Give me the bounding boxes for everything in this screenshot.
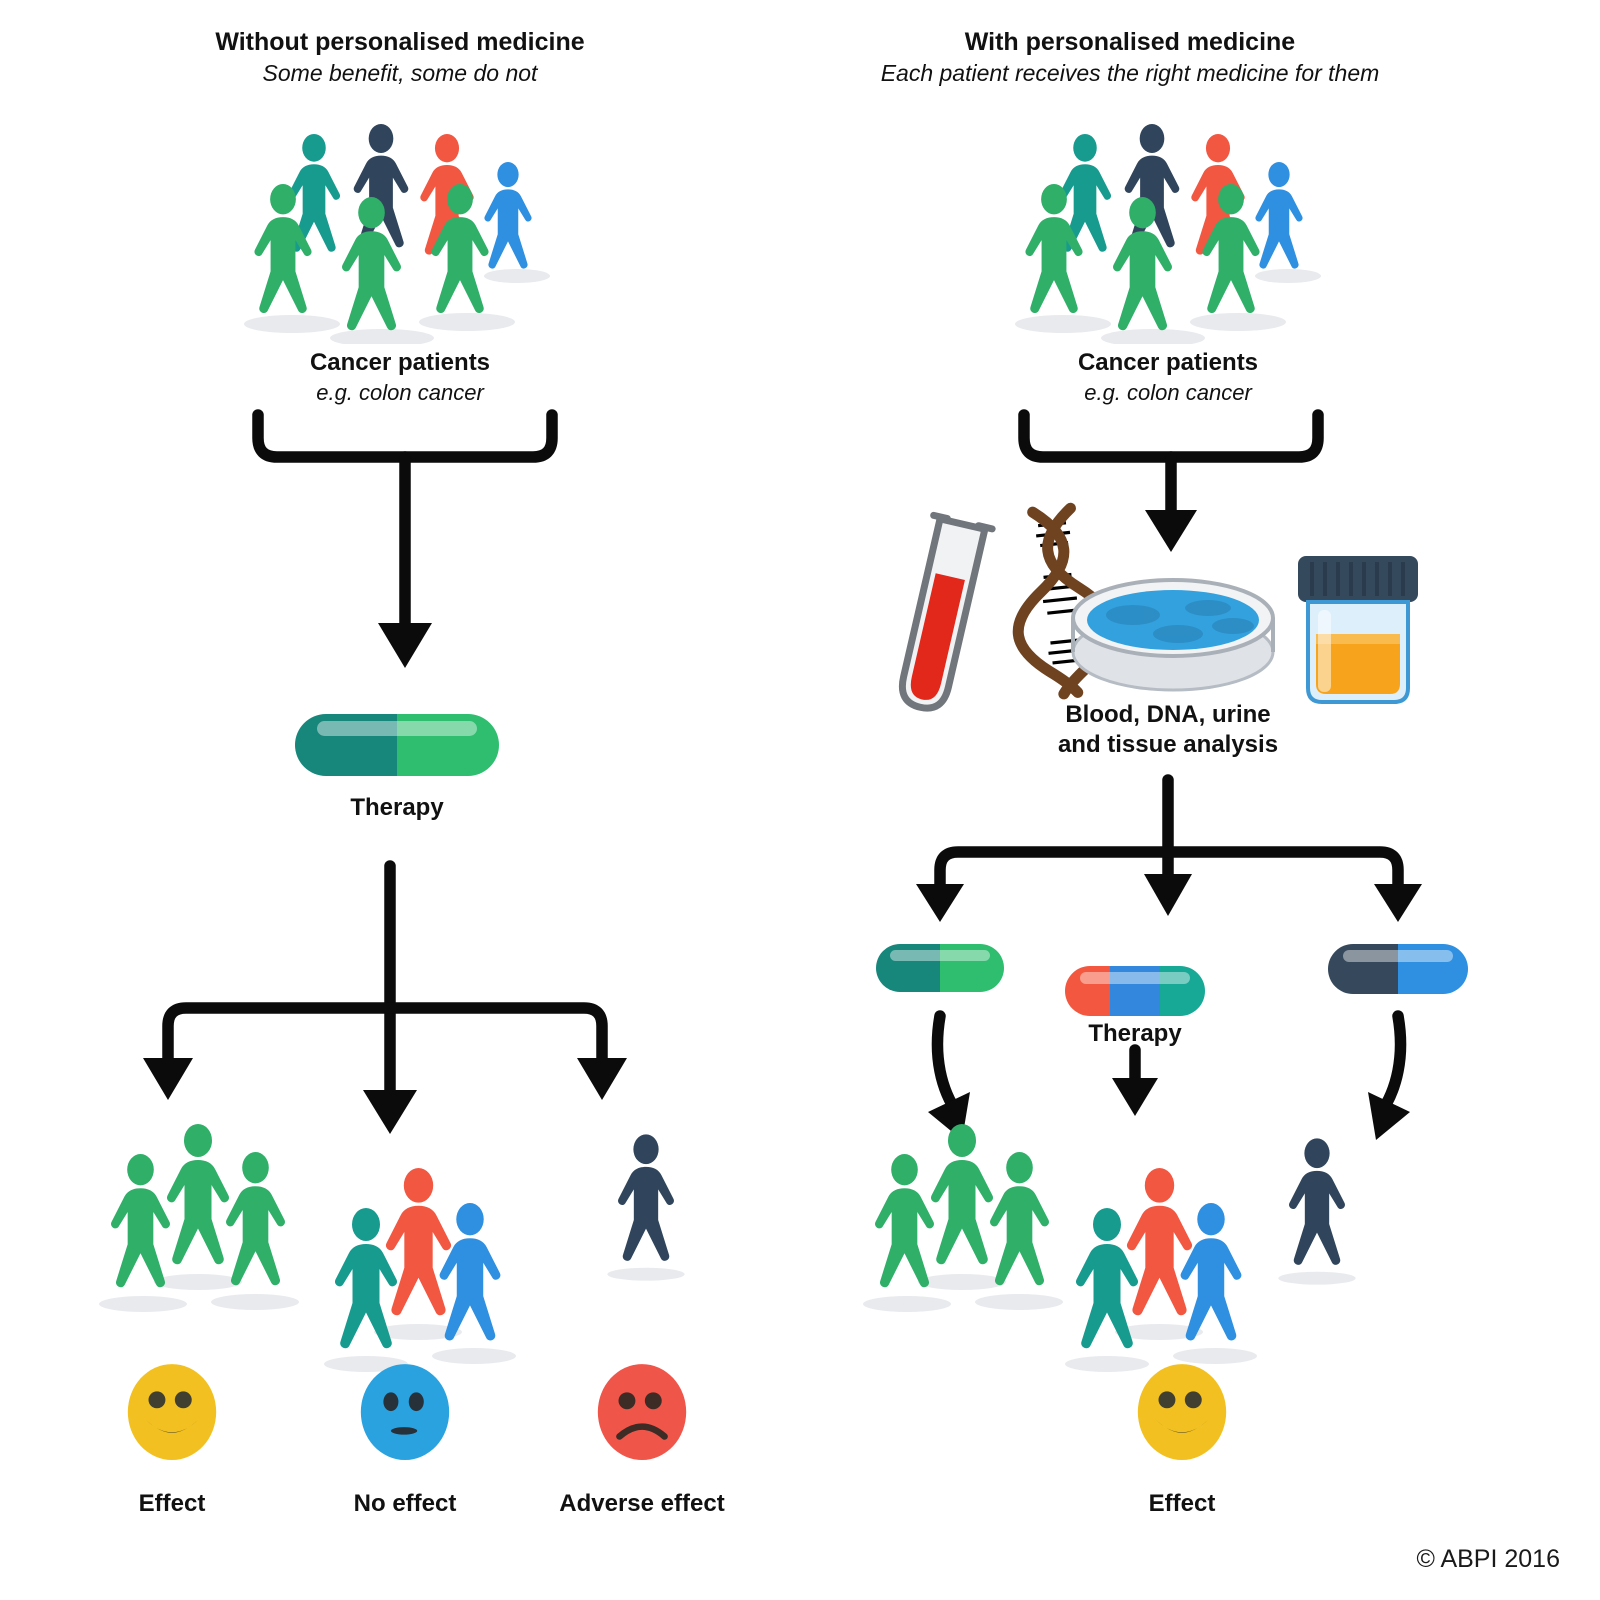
right-patients-label-block: Cancer patients e.g. colon cancer bbox=[968, 348, 1368, 407]
left-subtitle: Some benefit, some do not bbox=[262, 60, 538, 86]
capsule-seg-red bbox=[1065, 966, 1110, 1016]
capsule-half-teal bbox=[876, 944, 940, 992]
right-cancer-patients-group-icon bbox=[1015, 124, 1321, 344]
left-patients-sublabel: e.g. colon cancer bbox=[316, 380, 484, 405]
capsule-shine bbox=[890, 949, 990, 962]
capsule-shine bbox=[1343, 950, 1453, 962]
person-navy bbox=[1124, 124, 1180, 248]
right-patients-sublabel: e.g. colon cancer bbox=[1084, 380, 1252, 405]
sad-face-icon bbox=[597, 1364, 687, 1460]
left-patients-label-block: Cancer patients e.g. colon cancer bbox=[200, 348, 600, 407]
capsule-teal-green-icon bbox=[295, 714, 499, 776]
person-green bbox=[111, 1154, 170, 1288]
copyright-text: © ABPI 2016 bbox=[1416, 1545, 1560, 1573]
person-navy bbox=[618, 1134, 674, 1261]
left-outcome-label-effect: Effect bbox=[138, 1490, 206, 1517]
smiley-face-icon bbox=[127, 1364, 217, 1460]
left-branch-bar bbox=[162, 1002, 608, 1068]
right-patients-label: Cancer patients bbox=[1077, 349, 1259, 376]
right-middle-arrowhead-icon bbox=[1112, 1078, 1158, 1116]
urine-sample-icon bbox=[1298, 556, 1418, 704]
person-blue bbox=[484, 162, 532, 269]
left-panel-header: Without personalised medicine Some benef… bbox=[100, 26, 700, 88]
left-therapy-label: Therapy bbox=[350, 794, 444, 821]
capsule-half-green bbox=[940, 944, 1004, 992]
capsule-shine bbox=[1080, 972, 1190, 984]
capsule-seg-blue bbox=[1109, 966, 1161, 1016]
capsule-red-blue-teal-icon bbox=[1065, 966, 1205, 1016]
left-effect-group-icon bbox=[99, 1124, 299, 1312]
right-effect-group-mixed-icon bbox=[1065, 1168, 1257, 1372]
left-side-arrowhead-icon bbox=[577, 1058, 627, 1100]
capsule-half-navy bbox=[1328, 944, 1398, 994]
person-navy bbox=[1289, 1138, 1345, 1265]
capsule-half-teal bbox=[295, 714, 397, 776]
right-curved-arrowhead-icon bbox=[1368, 1092, 1410, 1140]
left-outcome-label-no-effect: No effect bbox=[353, 1490, 457, 1517]
right-center-arrowhead-icon bbox=[1144, 874, 1192, 916]
left-patients-label: Cancer patients bbox=[309, 349, 491, 376]
right-bracket bbox=[1018, 409, 1324, 463]
capsule-half-green bbox=[397, 714, 499, 776]
person-red bbox=[385, 1168, 452, 1316]
person-green bbox=[875, 1154, 934, 1288]
capsule-teal-green-icon bbox=[876, 944, 1004, 992]
right-branch-bar bbox=[934, 846, 1404, 892]
right-therapy-label: Therapy bbox=[1088, 1020, 1182, 1047]
neutral-face-icon bbox=[360, 1364, 450, 1460]
left-title: Without personalised medicine bbox=[215, 28, 585, 56]
person-green bbox=[930, 1124, 994, 1265]
right-side-arrowhead-icon bbox=[916, 884, 964, 922]
right-title: With personalised medicine bbox=[964, 28, 1296, 56]
capsule-seg-teal bbox=[1160, 966, 1205, 1016]
analysis-label-line2: and tissue analysis bbox=[1057, 731, 1279, 758]
left-bracket bbox=[252, 409, 558, 463]
right-side-arrowhead-icon bbox=[1374, 884, 1422, 922]
left-no-effect-group-icon bbox=[324, 1168, 516, 1372]
person-green bbox=[226, 1152, 285, 1286]
analysis-label-block: Blood, DNA, urine and tissue analysis bbox=[968, 700, 1368, 760]
smiley-face-icon bbox=[1137, 1364, 1227, 1460]
right-effect-person-navy-icon bbox=[1278, 1138, 1356, 1285]
right-curved-arrow-right-shaft bbox=[1374, 1010, 1407, 1120]
person-blue bbox=[1255, 162, 1303, 269]
left-adverse-effect-person-icon bbox=[607, 1134, 685, 1281]
person-red bbox=[1126, 1168, 1193, 1316]
right-subtitle: Each patient receives the right medicine… bbox=[880, 60, 1380, 86]
capsule-navy-blue-icon bbox=[1328, 944, 1468, 994]
person-green bbox=[166, 1124, 230, 1265]
right-panel-header: With personalised medicine Each patient … bbox=[830, 26, 1430, 88]
left-bracket-arrowhead-icon bbox=[378, 623, 432, 668]
analysis-label-line1: Blood, DNA, urine bbox=[1065, 701, 1271, 728]
petri-dish-icon bbox=[1071, 578, 1275, 692]
capsule-shine bbox=[317, 721, 477, 737]
analysis-icons bbox=[898, 502, 1418, 712]
person-blue bbox=[1180, 1203, 1242, 1341]
left-side-arrowhead-icon bbox=[143, 1058, 193, 1100]
right-effect-group-green-icon bbox=[863, 1124, 1063, 1312]
person-green bbox=[990, 1152, 1049, 1286]
person-navy bbox=[353, 124, 409, 248]
capsule-half-blue bbox=[1398, 944, 1468, 994]
right-outcome-label-effect: Effect bbox=[1148, 1490, 1216, 1517]
right-curved-arrow-left-shaft bbox=[931, 1010, 964, 1120]
left-center-arrowhead-icon bbox=[363, 1090, 417, 1134]
person-blue bbox=[439, 1203, 501, 1341]
left-outcome-label-adverse-effect: Adverse effect bbox=[559, 1490, 725, 1517]
test-tube-icon bbox=[898, 511, 996, 712]
left-cancer-patients-group-icon bbox=[244, 124, 550, 344]
